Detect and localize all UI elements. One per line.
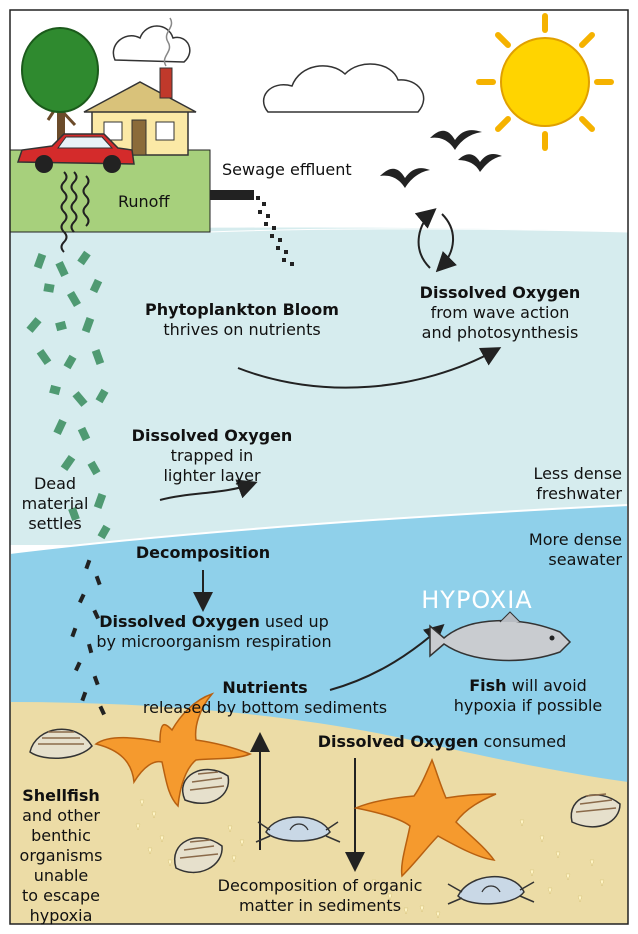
phytoplankton-bloom-label: Phytoplankton Bloom thrives on nutrients xyxy=(112,300,372,340)
runoff-label: Runoff xyxy=(118,192,170,212)
dead-material-label: Dead material settles xyxy=(10,474,100,534)
oxygen-consumed-label: Dissolved Oxygen consumed xyxy=(292,732,592,752)
more-dense-seawater-label: More dense seawater xyxy=(480,530,622,570)
nutrients-released-label: Nutrients released by bottom sediments xyxy=(120,678,410,718)
sediment-decomposition-label: Decomposition of organic matter in sedim… xyxy=(190,876,450,916)
less-dense-freshwater-label: Less dense freshwater xyxy=(480,464,622,504)
fish-avoid-label: Fish will avoid hypoxia if possible xyxy=(432,676,624,716)
trapped-oxygen-label: Dissolved Oxygen trapped in lighter laye… xyxy=(112,426,312,486)
shellfish-label: Shellfish and other benthic organisms un… xyxy=(10,786,112,926)
sewage-effluent-label: Sewage effluent xyxy=(222,160,352,180)
hypoxia-label: HYPOXIA xyxy=(402,590,552,610)
decomposition-label: Decomposition xyxy=(118,543,288,563)
surface-oxygen-label: Dissolved Oxygen from wave action and ph… xyxy=(382,283,618,343)
oxygen-used-up-label: Dissolved Oxygen used up by microorganis… xyxy=(74,612,354,652)
